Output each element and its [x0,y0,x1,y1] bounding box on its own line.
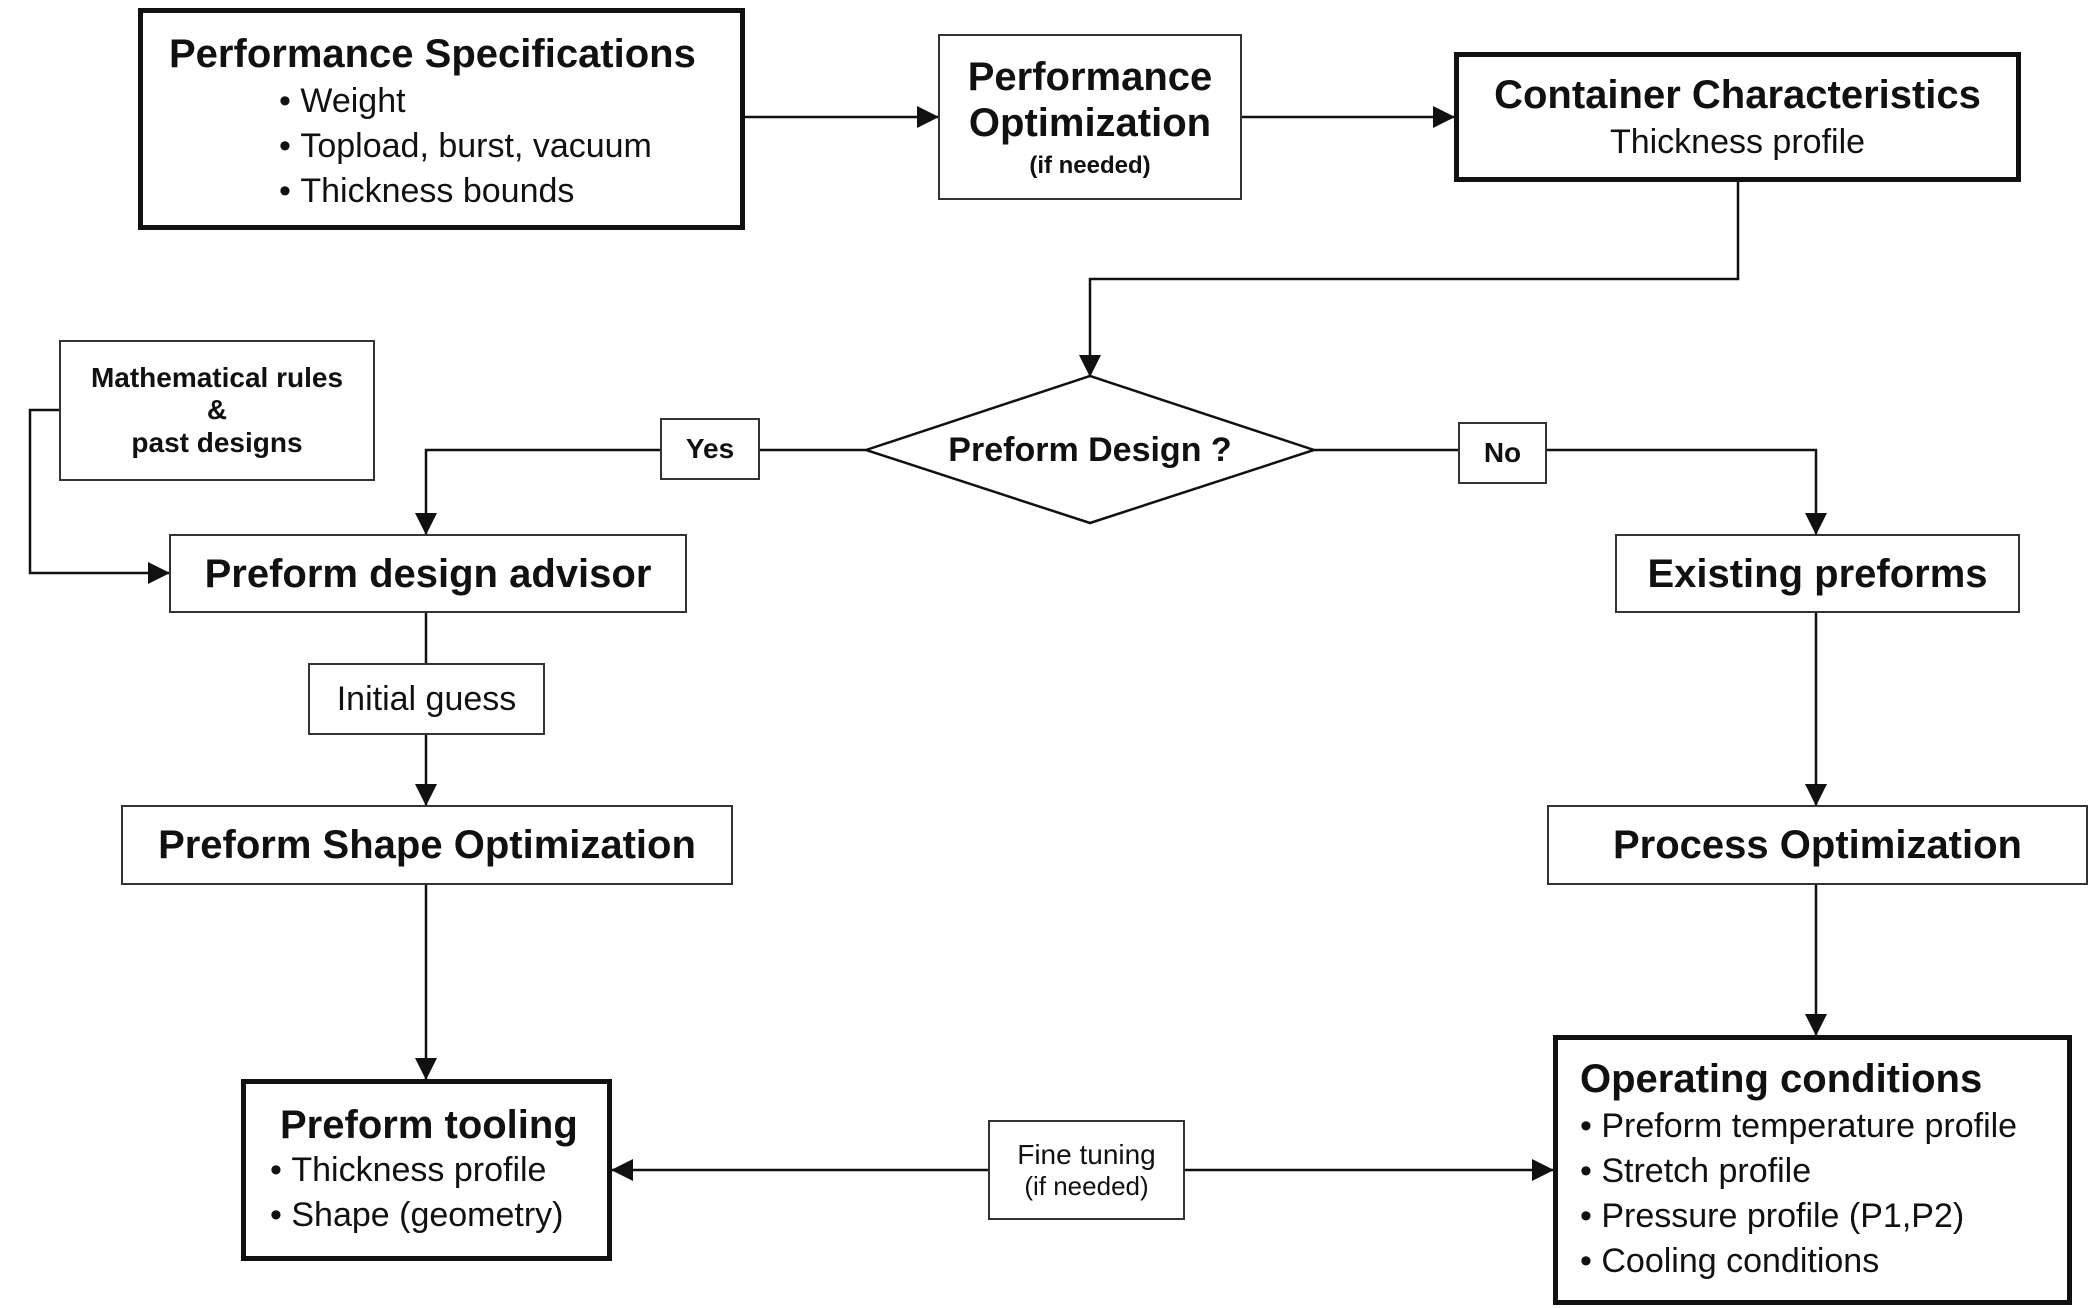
preform-design-advisor-title: Preform design advisor [204,551,652,596]
mathematical-rules-line2: & [206,394,228,426]
existing-preforms-box: Existing preforms [1615,534,2020,613]
process-optimization-box: Process Optimization [1547,805,2088,885]
performance-optimization-box: Performance Optimization (if needed) [938,34,1242,200]
mathematical-rules-line3: past designs [131,426,303,458]
spec-item-weight: Weight [279,79,652,124]
preform-shape-optimization-box: Preform Shape Optimization [121,805,733,885]
preform-tooling-list: Thickness profile Shape (geometry) [270,1148,564,1238]
container-characteristics-title: Container Characteristics [1494,72,1981,117]
preform-tooling-title: Preform tooling [280,1103,578,1147]
operating-item-cooling: Cooling conditions [1580,1239,2017,1284]
container-characteristics-box: Container Characteristics Thickness prof… [1454,52,2021,182]
decision-diamond [861,374,1319,525]
spec-item-thickness-bounds: Thickness bounds [279,169,652,214]
container-characteristics-subtitle: Thickness profile [1609,122,1866,161]
spec-item-topload: Topload, burst, vacuum [279,124,652,169]
operating-conditions-title: Operating conditions [1580,1057,1983,1101]
initial-guess-label: Initial guess [308,663,545,735]
performance-specifications-box: Performance Specifications Weight Toploa… [138,8,745,230]
operating-item-pressure: Pressure profile (P1,P2) [1580,1194,2017,1239]
arrow-rules-to-advisor [28,408,170,584]
decision-question: Preform Design ? [948,430,1232,469]
preform-design-advisor-box: Preform design advisor [169,534,687,613]
mathematical-rules-box: Mathematical rules & past designs [59,340,375,481]
performance-specifications-title: Performance Specifications [169,32,696,76]
performance-specifications-list: Weight Topload, burst, vacuum Thickness … [279,79,652,214]
operating-item-stretch: Stretch profile [1580,1149,2017,1194]
operating-item-temperature: Preform temperature profile [1580,1104,2017,1149]
yes-label: Yes [660,418,760,480]
fine-tuning-label: Fine tuning (if needed) [988,1120,1185,1220]
preform-tooling-box: Preform tooling Thickness profile Shape … [241,1079,612,1261]
operating-conditions-box: Operating conditions Preform temperature… [1553,1035,2072,1305]
no-label: No [1458,422,1547,484]
performance-optimization-note: (if needed) [1029,151,1151,179]
preform-shape-optimization-title: Preform Shape Optimization [158,823,696,867]
tooling-item-shape: Shape (geometry) [270,1193,563,1238]
operating-conditions-list: Preform temperature profile Stretch prof… [1580,1104,2017,1284]
performance-optimization-title-line2: Optimization [968,100,1212,145]
fine-tuning-line1: Fine tuning [1017,1138,1156,1170]
performance-optimization-title-line1: Performance [967,54,1213,99]
fine-tuning-line2: (if needed) [1024,1170,1149,1201]
arrow-decision-yes [415,448,866,535]
arrow-container-to-decision [1079,182,1740,377]
mathematical-rules-line1: Mathematical rules [90,362,344,394]
process-optimization-title: Process Optimization [1613,823,2022,867]
existing-preforms-title: Existing preforms [1647,551,1988,596]
tooling-item-thickness-profile: Thickness profile [270,1148,564,1193]
arrow-decision-no [1314,448,1827,535]
